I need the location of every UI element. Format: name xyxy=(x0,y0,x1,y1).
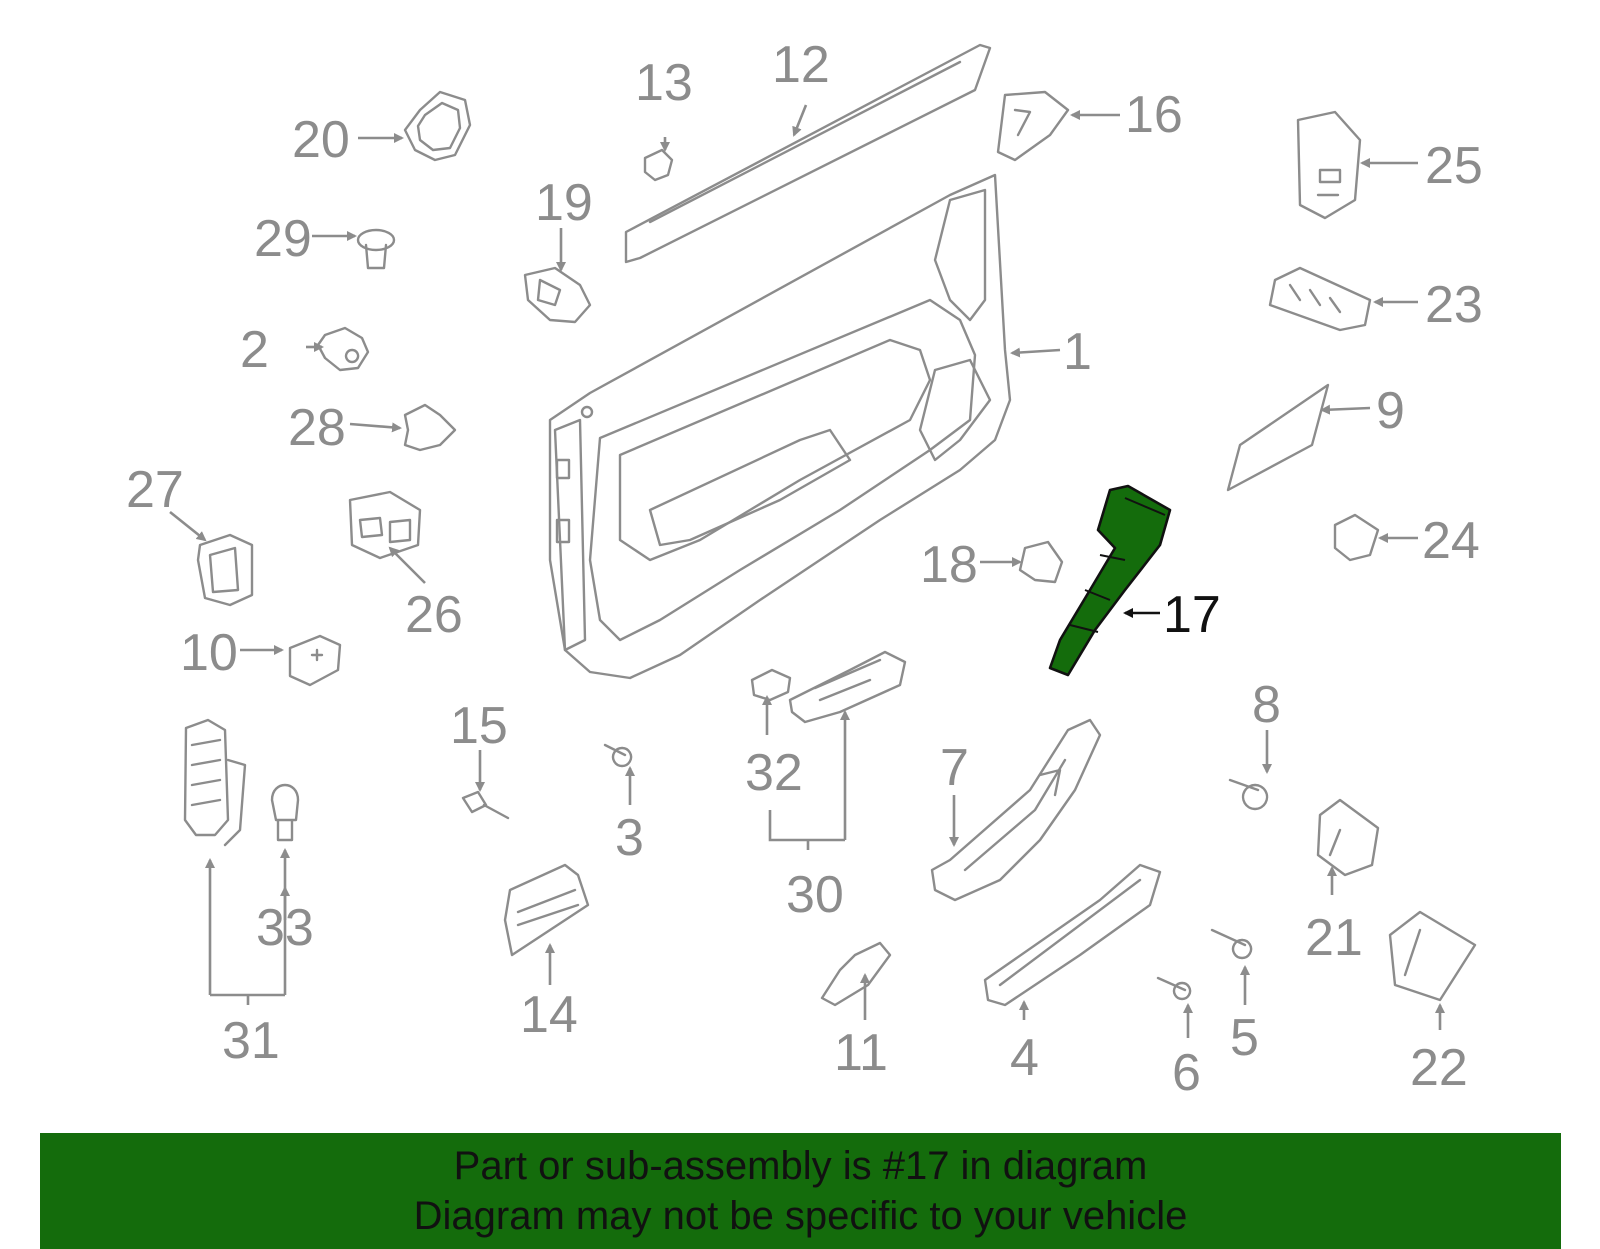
callout-labels: 1 2 3 4 5 6 7 8 9 10 11 12 13 14 15 16 1… xyxy=(126,36,1483,1102)
callout-16: 16 xyxy=(1125,86,1183,144)
part-5-screw xyxy=(1210,928,1253,960)
banner-line-1: Part or sub-assembly is #17 in diagram xyxy=(453,1144,1148,1188)
callout-21: 21 xyxy=(1305,909,1363,967)
part-3-screw xyxy=(603,743,633,768)
part-9-cover xyxy=(1226,383,1330,492)
callout-24: 24 xyxy=(1422,512,1480,570)
callout-31: 31 xyxy=(222,1012,280,1070)
callout-8: 8 xyxy=(1252,676,1281,734)
callout-6: 6 xyxy=(1172,1044,1201,1102)
callout-12: 12 xyxy=(772,36,830,94)
callout-32: 32 xyxy=(745,744,803,802)
callout-30: 30 xyxy=(786,866,844,924)
part-29-push-pin xyxy=(356,228,396,270)
part-2-clip xyxy=(316,326,370,372)
callout-29: 29 xyxy=(254,210,312,268)
part-1-door-trim-panel xyxy=(548,173,1012,680)
leader-lines xyxy=(169,104,1445,1038)
part-23-switch-panel xyxy=(1268,266,1372,332)
callout-5: 5 xyxy=(1230,1009,1259,1067)
callout-9: 9 xyxy=(1376,382,1405,440)
callout-18: 18 xyxy=(920,536,978,594)
part-33-bulb xyxy=(270,783,300,842)
part-16-corner-trim xyxy=(996,90,1070,162)
part-28-clip xyxy=(403,403,457,452)
part-12-trim-strip xyxy=(624,43,992,264)
highlight-banner: Part or sub-assembly is #17 in diagram D… xyxy=(40,1133,1561,1249)
callout-33: 33 xyxy=(256,899,314,957)
part-4-armrest-pad xyxy=(983,863,1162,1007)
part-24-clip xyxy=(1333,513,1380,562)
callout-7: 7 xyxy=(940,739,969,797)
part-11-bracket xyxy=(820,941,892,1007)
part-7-pull-handle xyxy=(930,718,1102,902)
callout-28: 28 xyxy=(288,399,346,457)
part-22-cover xyxy=(1388,910,1477,1002)
part-25-switch xyxy=(1296,110,1362,220)
part-31-lamp-housing xyxy=(183,718,247,847)
callout-23: 23 xyxy=(1425,276,1483,334)
part-32-bulb xyxy=(750,668,792,702)
callout-1: 1 xyxy=(1063,323,1092,381)
part-14-bracket xyxy=(503,863,590,957)
parts-diagram: 1 2 3 4 5 6 7 8 9 10 11 12 13 14 15 16 1… xyxy=(126,36,1483,1102)
callout-27: 27 xyxy=(126,461,184,519)
part-27-handle-bezel xyxy=(196,533,254,607)
callout-15: 15 xyxy=(450,697,508,755)
callout-25: 25 xyxy=(1425,137,1483,195)
callout-4: 4 xyxy=(1010,1029,1039,1087)
part-8-screw xyxy=(1228,778,1269,811)
callout-3: 3 xyxy=(615,809,644,867)
callout-17: 17 xyxy=(1163,586,1221,644)
callout-13: 13 xyxy=(635,54,693,112)
callout-2: 2 xyxy=(240,321,269,379)
callout-10: 10 xyxy=(180,624,238,682)
callout-19: 19 xyxy=(535,174,593,232)
part-6-screw xyxy=(1156,976,1192,1001)
part-20-grommet xyxy=(403,90,472,162)
callout-14: 14 xyxy=(520,986,578,1044)
callout-22: 22 xyxy=(1410,1039,1468,1097)
part-26-switch xyxy=(348,490,422,560)
callout-20: 20 xyxy=(292,111,350,169)
part-13-clip xyxy=(643,148,674,182)
callout-11: 11 xyxy=(834,1024,888,1082)
part-15-screw xyxy=(461,790,510,820)
part-21-bracket xyxy=(1316,798,1380,877)
part-10-cap xyxy=(288,634,342,687)
part-17-armrest-bracket xyxy=(1048,484,1172,677)
callout-26: 26 xyxy=(405,586,463,644)
banner-line-2: Diagram may not be specific to your vehi… xyxy=(413,1194,1188,1238)
part-30-lamp xyxy=(788,650,907,724)
part-19-bracket xyxy=(523,266,592,324)
part-18-clip xyxy=(1018,540,1064,584)
